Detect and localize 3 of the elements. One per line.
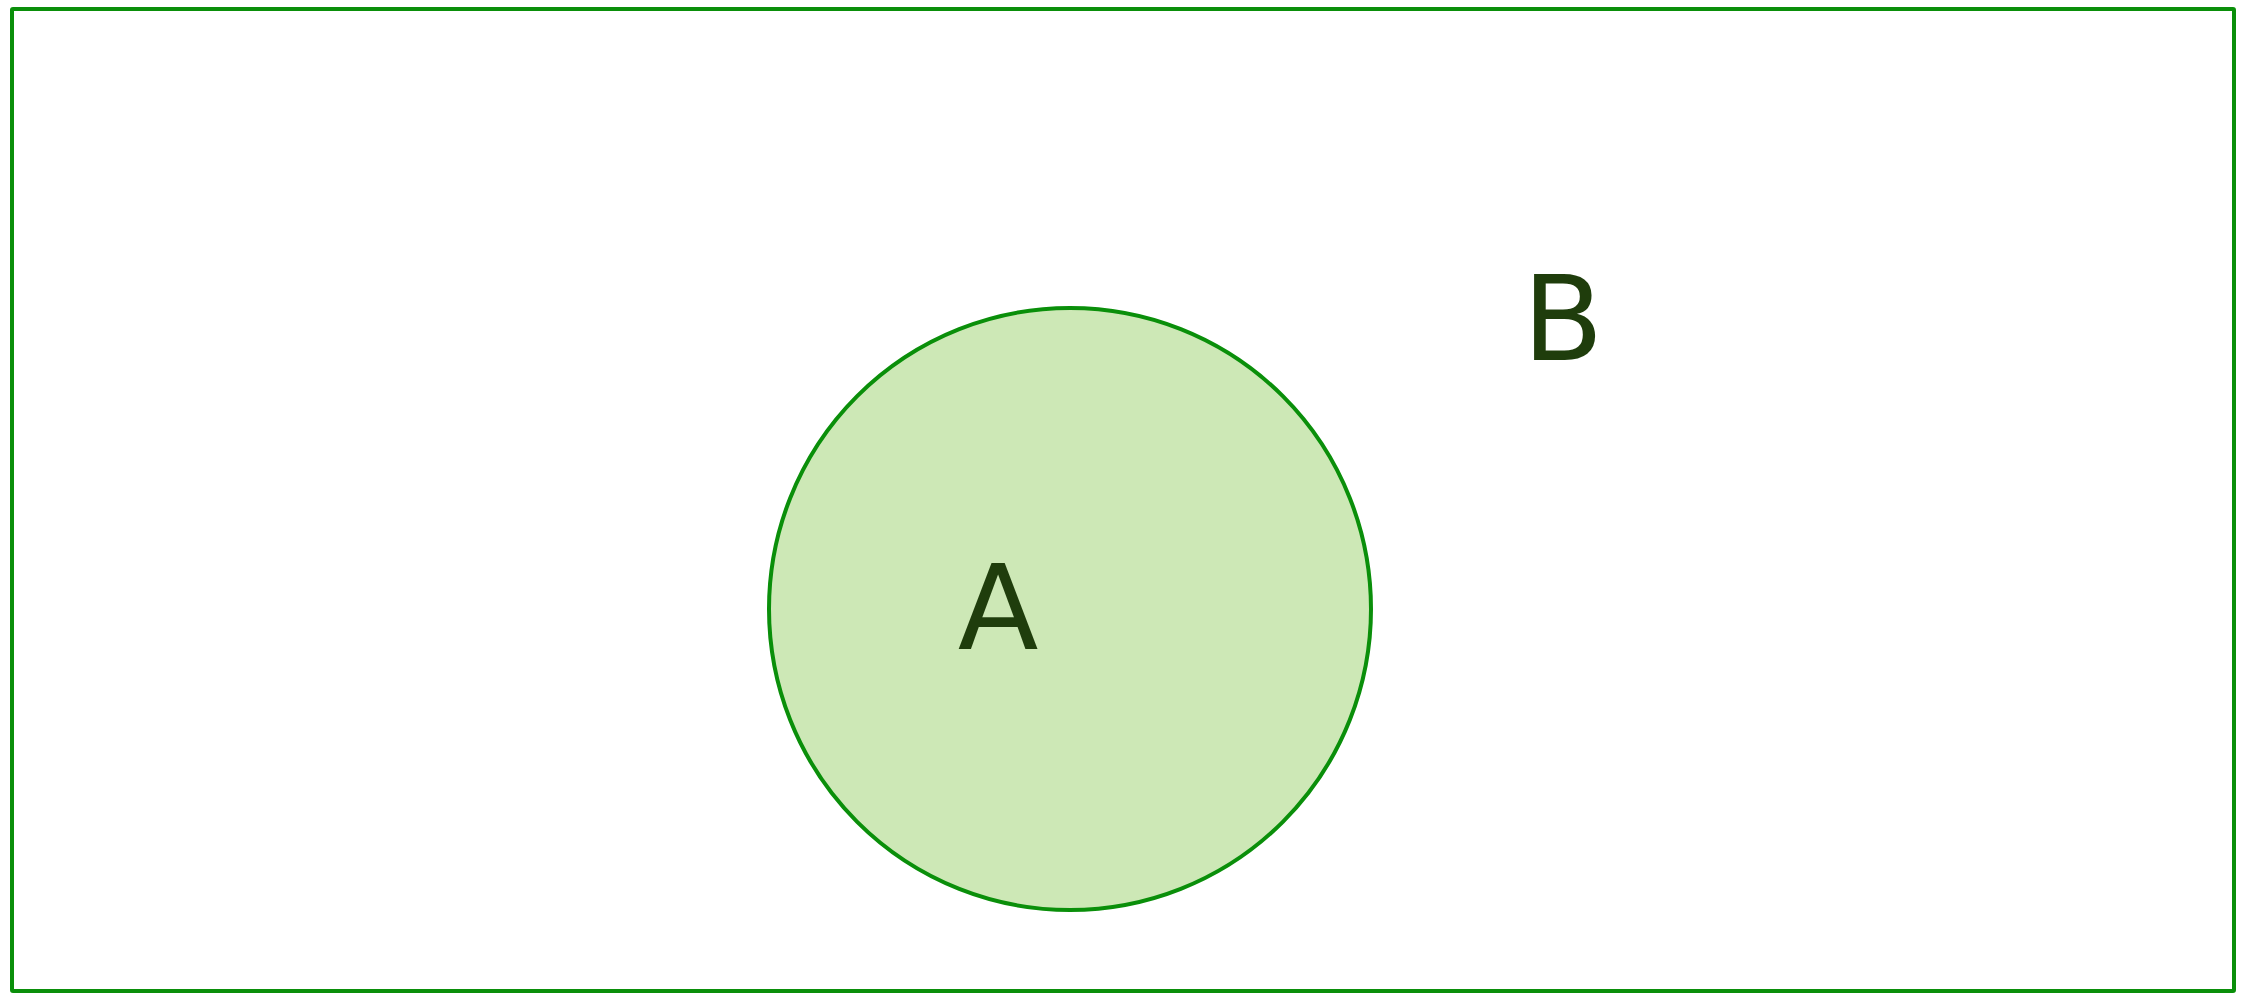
set-rectangle <box>10 7 2236 993</box>
set-label: B <box>1522 260 1604 378</box>
set-label: A <box>957 549 1039 667</box>
